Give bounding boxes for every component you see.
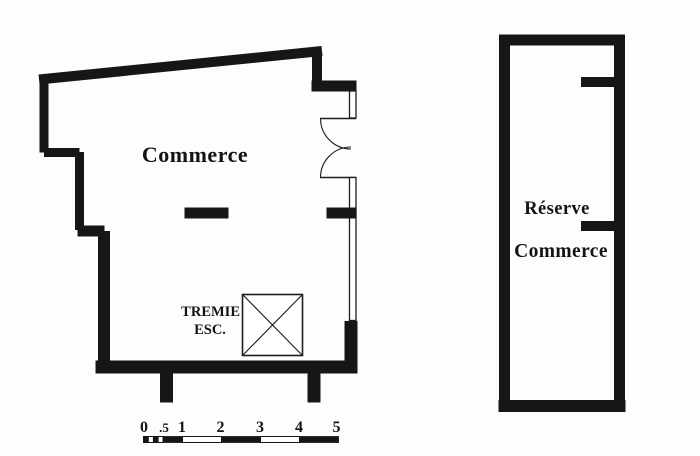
scale-label-0: 0 bbox=[140, 419, 148, 436]
reserve-label-line1: Réserve bbox=[524, 199, 589, 219]
scale-label-2: 2 bbox=[217, 419, 225, 436]
stair-opening-box bbox=[241, 293, 304, 357]
commerce-top-wall bbox=[38, 46, 323, 85]
scale-label-1: 1 bbox=[178, 419, 186, 436]
scale-seg-4-5 bbox=[299, 436, 339, 443]
tremie-label-line1: TREMIE bbox=[181, 304, 240, 320]
tremie-diagonal-2 bbox=[242, 294, 303, 356]
scale-label-5: 5 bbox=[333, 419, 341, 436]
tremie-label-line2: ESC. bbox=[194, 322, 226, 338]
scale-tick-cell-1 bbox=[143, 436, 149, 443]
scale-label-4: 4 bbox=[295, 419, 303, 436]
reserve-label-line2: Commerce bbox=[514, 241, 608, 262]
scale-seg-1-2 bbox=[182, 436, 222, 443]
scale-seg-3-4 bbox=[260, 436, 300, 443]
scale-label-05: .5 bbox=[159, 420, 169, 435]
scale-bar: 0 .5 1 2 3 4 5 bbox=[140, 419, 341, 443]
shopfront-glazing-upper bbox=[348, 90, 357, 119]
scale-seg-05-1 bbox=[162, 436, 183, 443]
commerce-plan: Commerce TREMIE ESC. bbox=[38, 46, 358, 403]
scale-seg-2-3 bbox=[221, 436, 261, 443]
reserve-commerce-plan: Réserve Commerce bbox=[498, 34, 626, 412]
scale-tick-cell-2 bbox=[152, 436, 159, 443]
commerce-room-label: Commerce bbox=[142, 142, 248, 167]
shopfront-glazing-lower bbox=[348, 176, 357, 322]
door-swing-arc-bottom bbox=[319, 146, 352, 178]
door-swing-arc-top bbox=[319, 118, 352, 150]
scale-label-3: 3 bbox=[256, 419, 264, 436]
